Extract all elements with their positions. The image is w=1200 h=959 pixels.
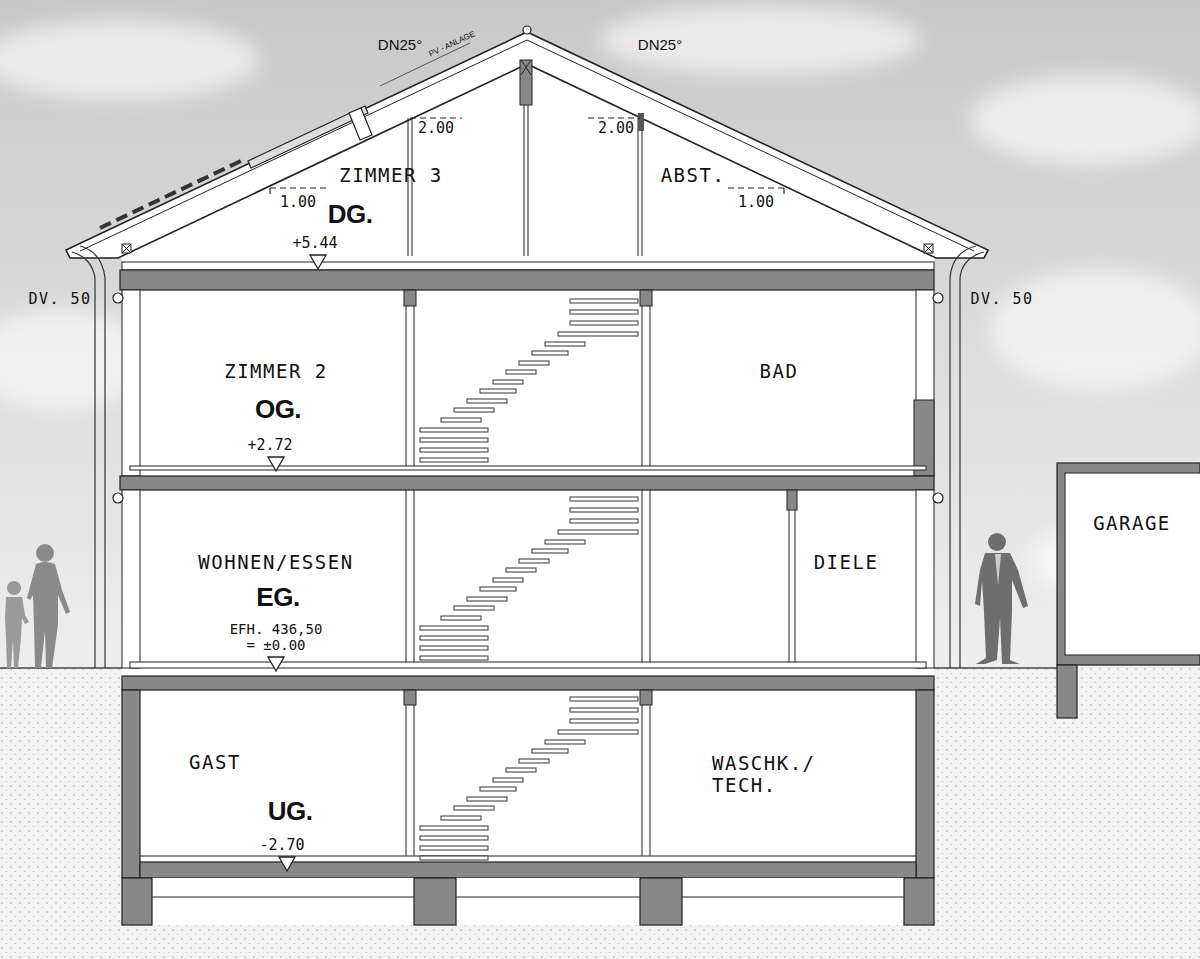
room-area: WASCHK./ TECH.: [652, 705, 916, 856]
base-slab: [140, 862, 916, 878]
floor-finish: [140, 856, 916, 857]
level-height: -2.70: [259, 837, 304, 854]
room-name: DIELE: [814, 552, 879, 574]
outer-wall: [916, 490, 934, 668]
footings: [122, 878, 934, 925]
floor-finish: [130, 662, 926, 668]
blinding-layer: [152, 897, 904, 898]
gutter-brackets: [113, 293, 943, 503]
ground-floor-slab: [122, 676, 934, 690]
height-dimension: 2.00: [598, 120, 634, 137]
level-name: EG.: [256, 583, 299, 613]
downstand-beam: [404, 290, 416, 306]
outer-wall: [122, 290, 140, 476]
ridge-cap: [523, 26, 531, 34]
level-name: DG.: [328, 200, 373, 230]
floor-finish: [130, 466, 926, 470]
outer-wall: [122, 490, 140, 668]
roof-pitch: DN25°: [638, 36, 682, 53]
attic-studs: [408, 105, 642, 256]
room-name: ABST.: [661, 165, 726, 187]
garage-interior: [1065, 473, 1200, 655]
pv-modules: [100, 159, 245, 228]
downstand-beam: [787, 490, 797, 510]
wall-segment: [914, 400, 934, 476]
room-area: DIELE: [797, 510, 916, 662]
height-dimension: 1.00: [738, 194, 774, 211]
room-name: GAST: [189, 752, 241, 774]
room-area: BAD: [652, 290, 916, 466]
eave-blocks: [122, 244, 933, 253]
downstand-beam: [640, 690, 652, 705]
stud-head: [638, 113, 644, 131]
ceiling-slab: [120, 476, 934, 490]
room-name: WOHNEN/ESSEN: [198, 552, 353, 574]
staircase: [420, 497, 638, 660]
room-name: WASCHK./ TECH.: [712, 753, 842, 797]
woman-figure: [27, 544, 70, 668]
child-figure: [5, 581, 29, 668]
staircase: [420, 299, 638, 462]
dimension-lines: [270, 118, 784, 196]
ridge-post-cross: [521, 60, 531, 75]
room-area: ZIMMER 2 OG. +2.72: [140, 290, 406, 466]
ceiling-slab: [120, 270, 934, 290]
height-dimension: 2.00: [418, 120, 454, 137]
downpipe-label: DV. 50: [970, 291, 1033, 308]
room-area: ABST.: [530, 110, 916, 260]
downstand-beam: [404, 690, 416, 705]
basement-wall: [122, 690, 140, 878]
level-height: EFH. 436,50 = ±0.00: [226, 621, 326, 653]
room-area: ZIMMER 3 DG. +5.44: [140, 110, 526, 260]
room-name: ZIMMER 2: [224, 361, 328, 383]
roof-pitch: DN25°: [378, 36, 422, 53]
room-name: GARAGE: [1093, 513, 1171, 535]
garage-structure: [1057, 463, 1200, 665]
garage-foundation: [1057, 665, 1077, 718]
inner-walls: [406, 705, 650, 856]
room-area: WOHNEN/ESSEN EG. EFH. 436,50 = ±0.00: [140, 490, 406, 662]
roof-window: [349, 108, 372, 140]
man-figure: [975, 533, 1028, 664]
basement-wall: [916, 690, 934, 878]
ridge-post: [520, 60, 532, 105]
staircase: [420, 697, 638, 860]
roof: [66, 32, 988, 258]
downpipe-label: DV. 50: [28, 291, 91, 308]
garage-box: GARAGE: [1065, 473, 1200, 655]
level-name: UG.: [268, 797, 313, 827]
level-name: OG.: [255, 395, 301, 425]
height-dimension: 1.00: [280, 194, 316, 211]
downstand-beam: [640, 290, 652, 306]
roof-layer: [80, 40, 974, 251]
foundation-zone: [122, 878, 934, 925]
room-name: BAD: [760, 361, 799, 383]
downpipes: [72, 246, 984, 668]
floor-finish: [122, 262, 934, 270]
inner-walls: [406, 490, 795, 662]
level-height: +5.44: [292, 235, 337, 252]
room-name: ZIMMER 3: [339, 165, 443, 187]
house-interior: [122, 256, 934, 925]
level-height: +2.72: [247, 437, 292, 454]
room-area: GAST UG. -2.70: [140, 705, 406, 856]
